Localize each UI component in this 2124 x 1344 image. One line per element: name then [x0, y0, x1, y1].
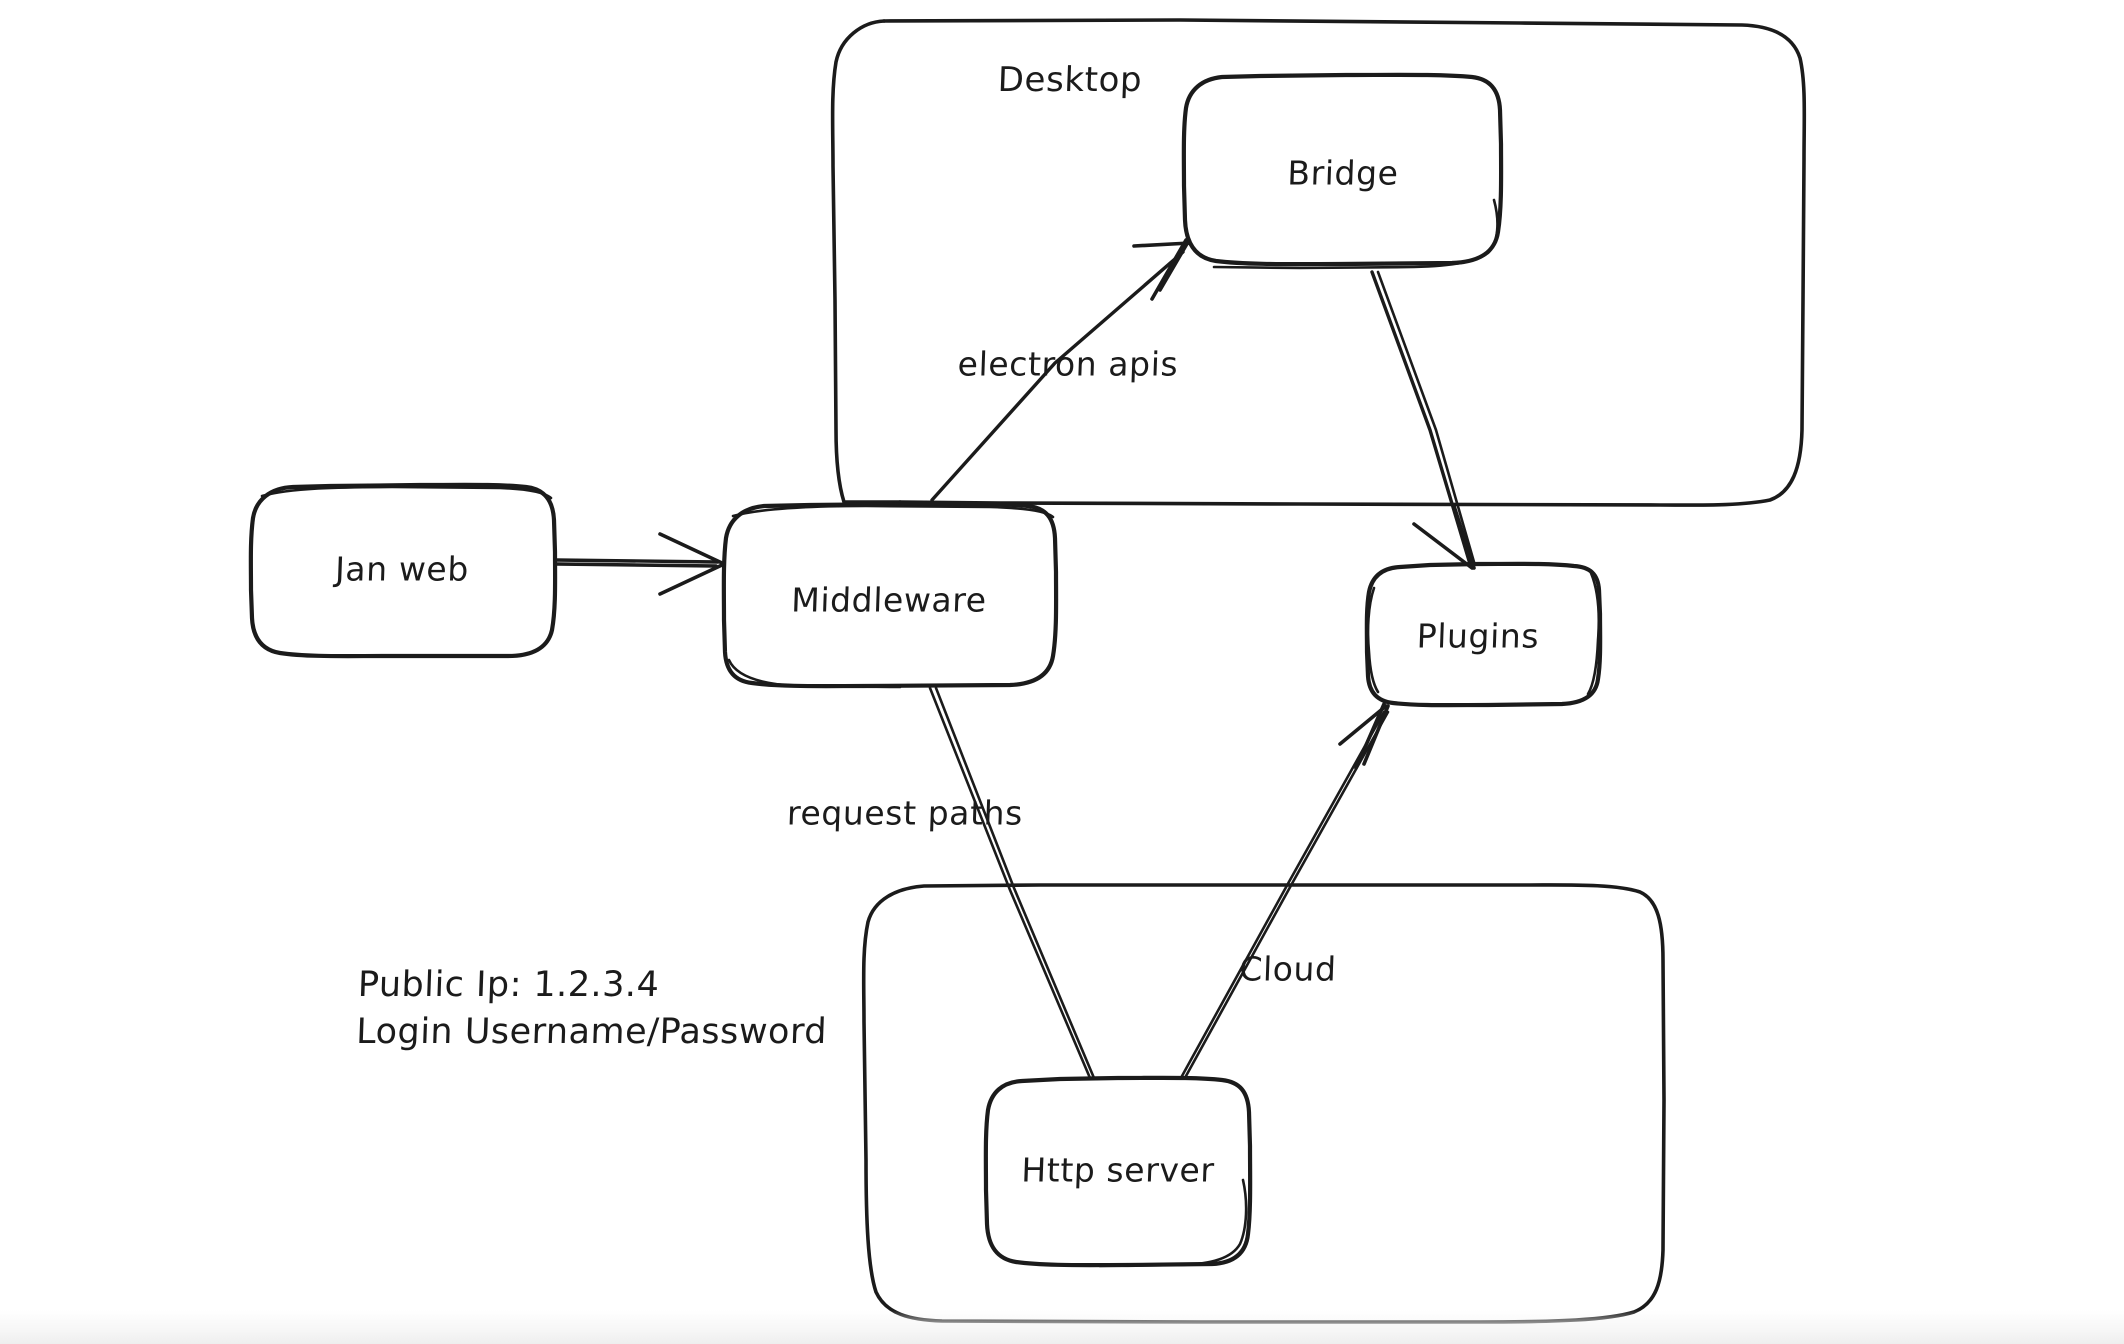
desktop-group-label: Desktop [997, 60, 1143, 100]
connection-info-note: Public Ip: 1.2.3.4 Login Username/Passwo… [355, 962, 829, 1057]
edge-bridge-to-plugins [1370, 270, 1476, 570]
login-credentials-line: Login Username/Password [355, 1012, 828, 1053]
edge-middleware-to-bridge [930, 238, 1192, 502]
jan-web-box-outline [248, 482, 558, 659]
bridge-box-outline [1181, 72, 1504, 270]
edge-label-cloud: Cloud [1238, 949, 1338, 989]
http-server-box-outline [983, 1075, 1253, 1268]
desktop-group-outline [830, 18, 1807, 507]
plugins-box-outline [1364, 561, 1603, 708]
jan-web-node-label: Jan web [334, 549, 470, 589]
plugins-node-label: Plugins [1416, 616, 1540, 656]
cloud-group-outline [861, 883, 1666, 1324]
middleware-node-label: Middleware [790, 580, 988, 620]
public-ip-line: Public Ip: 1.2.3.4 [357, 965, 661, 1005]
bridge-node-label: Bridge [1286, 153, 1400, 193]
middleware-box-outline [721, 501, 1059, 689]
edge-label-request-paths: request paths [786, 793, 1024, 833]
http-server-node-label: Http server [1020, 1150, 1216, 1190]
edge-httpserver-to-plugins [1180, 702, 1390, 1078]
edge-janweb-to-middleware [554, 532, 724, 596]
edge-middleware-to-httpserver [928, 686, 1096, 1080]
edge-label-electron-apis: electron apis [957, 344, 1179, 384]
